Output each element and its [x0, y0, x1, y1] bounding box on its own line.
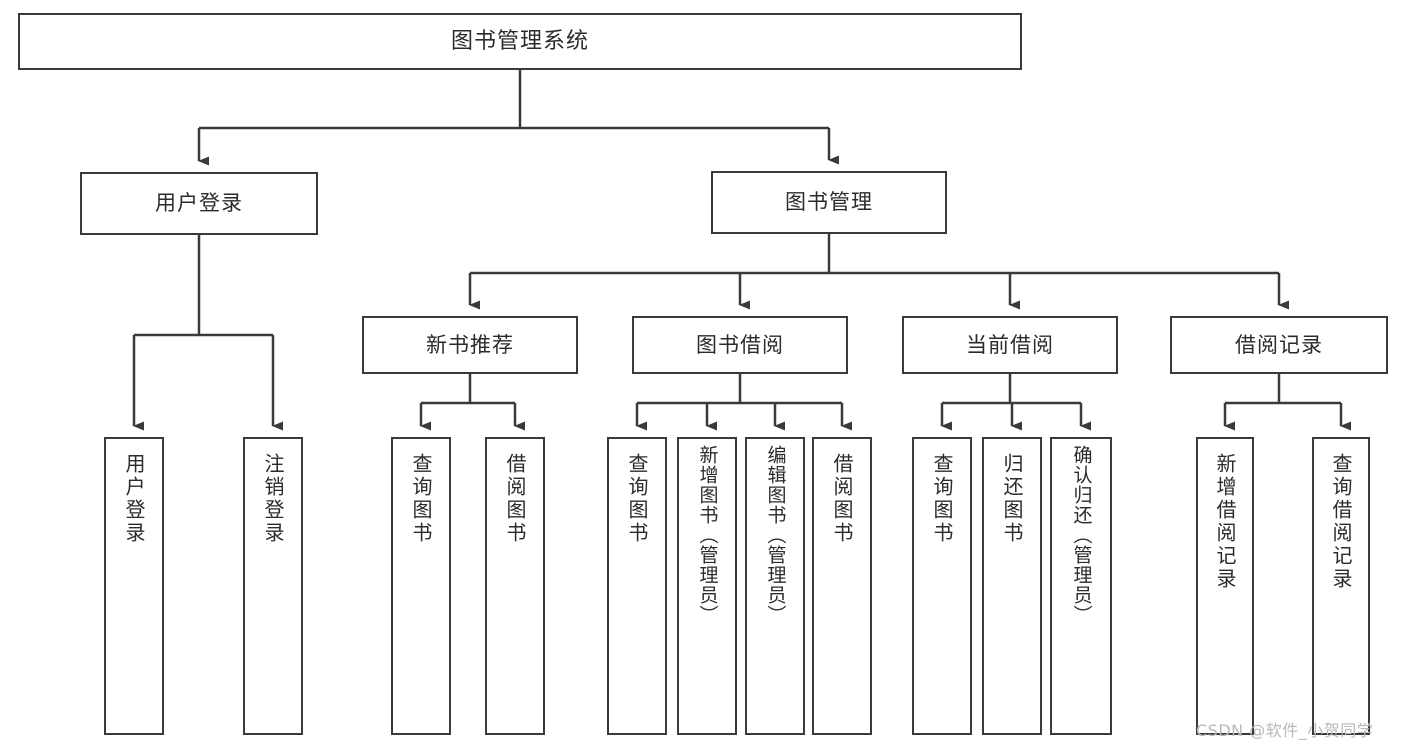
node-label: 图书管理 [785, 190, 873, 215]
node-label: 查询图书 [409, 453, 433, 545]
node-l-borrow-book-1[interactable]: 借阅图书 [485, 437, 545, 735]
node-label: 查询借阅记录 [1329, 453, 1353, 591]
node-label: 新增图书（管理员） [696, 445, 719, 625]
node-label: 新书推荐 [426, 332, 514, 357]
node-l-query-record[interactable]: 查询借阅记录 [1312, 437, 1370, 735]
node-n-borrow-record[interactable]: 借阅记录 [1170, 316, 1388, 374]
node-l-borrow-book-2[interactable]: 借阅图书 [812, 437, 872, 735]
node-root[interactable]: 图书管理系统 [18, 13, 1022, 70]
csdn-watermark: CSDN @软件_小贺同学 [1196, 721, 1374, 740]
node-label: 确认归还（管理员） [1070, 445, 1093, 625]
node-label: 图书管理系统 [450, 28, 589, 54]
node-n-book-mgmt[interactable]: 图书管理 [711, 171, 947, 234]
node-label: 注销登录 [261, 453, 285, 545]
node-label: 新增借阅记录 [1213, 453, 1237, 591]
node-n-current-borrow[interactable]: 当前借阅 [902, 316, 1118, 374]
node-l-query-book-1[interactable]: 查询图书 [391, 437, 451, 735]
node-l-return-book[interactable]: 归还图书 [982, 437, 1042, 735]
node-label: 借阅记录 [1235, 332, 1323, 357]
node-label: 借阅图书 [830, 453, 854, 545]
node-l-query-book-3[interactable]: 查询图书 [912, 437, 972, 735]
node-label: 查询图书 [625, 453, 649, 545]
node-l-confirm-return[interactable]: 确认归还（管理员） [1050, 437, 1112, 735]
node-n-user-login[interactable]: 用户登录 [80, 172, 318, 235]
node-n-book-borrow[interactable]: 图书借阅 [632, 316, 848, 374]
node-l-query-book-2[interactable]: 查询图书 [607, 437, 667, 735]
node-label: 借阅图书 [503, 453, 527, 545]
node-l-user-logout[interactable]: 注销登录 [243, 437, 303, 735]
node-l-user-login[interactable]: 用户登录 [104, 437, 164, 735]
node-label: 当前借阅 [966, 332, 1054, 357]
node-n-new-book-rec[interactable]: 新书推荐 [362, 316, 578, 374]
node-label: 查询图书 [930, 453, 954, 545]
node-label: 编辑图书（管理员） [764, 445, 787, 625]
node-label: 用户登录 [155, 191, 243, 216]
node-l-edit-book[interactable]: 编辑图书（管理员） [745, 437, 805, 735]
node-l-add-record[interactable]: 新增借阅记录 [1196, 437, 1254, 735]
node-label: 图书借阅 [696, 332, 784, 357]
node-l-add-book[interactable]: 新增图书（管理员） [677, 437, 737, 735]
node-label: 归还图书 [1000, 453, 1024, 545]
node-label: 用户登录 [122, 453, 146, 545]
